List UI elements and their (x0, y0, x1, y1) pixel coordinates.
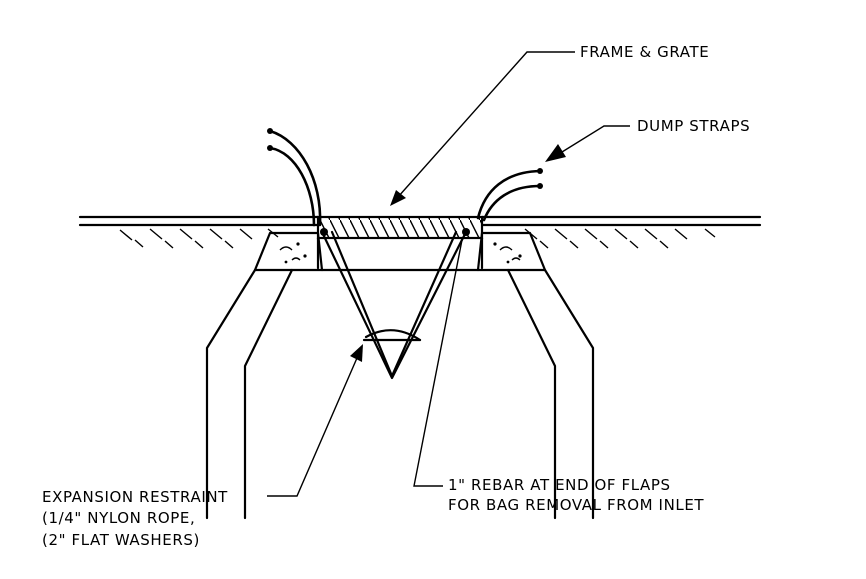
soil-hatching-right (524, 228, 716, 249)
frame-grate-label: FRAME & GRATE (580, 43, 709, 61)
restraint-label-line2: (1/4" NYLON ROPE, (42, 509, 195, 527)
frame-and-grate (316, 215, 484, 270)
restraint-label-line1: EXPANSION RESTRAINT (42, 488, 228, 506)
filter-bag (320, 230, 468, 380)
inlet-box-walls (205, 268, 595, 520)
dump-straps-leader (545, 125, 630, 162)
rebar-label-line2: FOR BAG REMOVAL FROM INLET (448, 496, 704, 514)
dump-straps-label: DUMP STRAPS (637, 117, 750, 135)
frame-grate-leader (390, 51, 575, 206)
dump-straps-left (267, 128, 322, 227)
dump-straps-right (476, 168, 543, 222)
restraint-label-line3: (2" FLAT WASHERS) (42, 531, 200, 549)
rebar-label-line1: 1" REBAR AT END OF FLAPS (448, 476, 671, 494)
soil-hatching-left (119, 228, 279, 249)
rebar-flaps (320, 228, 470, 236)
concrete-collar-right (476, 231, 547, 272)
rebar-leader (413, 239, 463, 487)
concrete-collar-left (253, 231, 324, 272)
restraint-leader (267, 344, 363, 497)
pavement-surface (78, 215, 762, 227)
